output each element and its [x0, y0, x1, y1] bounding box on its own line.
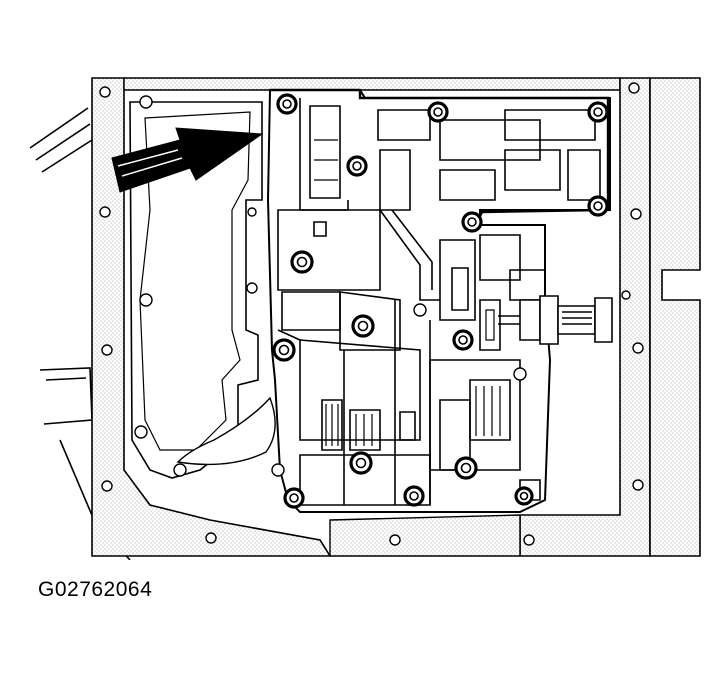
separator-gasket: [129, 101, 276, 479]
gasket-bolts: [134, 95, 258, 477]
valve-body-upper-section: [270, 88, 610, 226]
case-bolt-holes: [99, 82, 644, 546]
small-bolts: [271, 303, 527, 477]
figure-id-label: G02762064: [38, 578, 153, 601]
transmission-case: [91, 77, 701, 557]
valve-body-diagram: [29, 77, 701, 560]
solenoid-connector: [498, 295, 613, 345]
valve-body-bolts: [272, 93, 609, 509]
spool-valve-details: [314, 139, 501, 446]
direction-arrow: [111, 127, 264, 193]
valve-body-passages: [277, 98, 601, 506]
valve-body: [266, 89, 611, 513]
